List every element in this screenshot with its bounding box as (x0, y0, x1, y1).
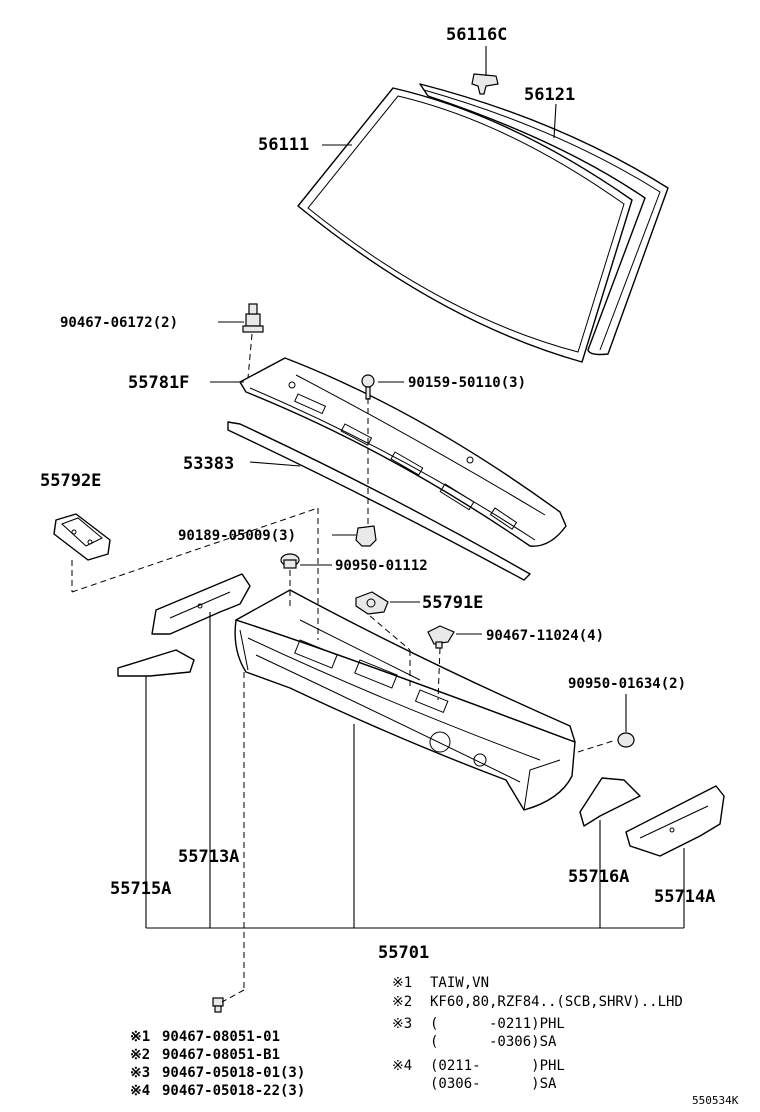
fastener-part-number: 90467-05018-22(3) (162, 1083, 305, 1099)
label-55791e: 55791E (422, 593, 483, 613)
plug-90950-01112 (280, 553, 300, 569)
fastener-notes: ※1 90467-08051-01 ※2 90467-08051-B1 ※3 9… (130, 1029, 305, 1099)
fastener-mark: ※2 (130, 1047, 150, 1063)
fastener-part-number: 90467-05018-01(3) (162, 1065, 305, 1081)
fastener-mark: ※3 (130, 1065, 150, 1081)
cap-90189 (355, 525, 377, 547)
label-55781f: 55781F (128, 373, 189, 393)
note-mark: ※4 (392, 1058, 412, 1074)
note-text: ( -0306)SA (430, 1034, 557, 1050)
cowl-seal (227, 421, 531, 581)
clip-56116c (471, 73, 499, 95)
note-text: ( -0211)PHL (430, 1016, 565, 1032)
note-mark: ※3 (392, 1016, 412, 1032)
note-text: (0211- )PHL (430, 1058, 565, 1074)
label-90467-11024: 90467-11024(4) (486, 628, 604, 644)
bracket-55714a (625, 785, 725, 857)
label-90950-01634: 90950-01634(2) (568, 676, 686, 692)
note-text: (0306- )SA (430, 1076, 557, 1092)
grommet-55792e (53, 513, 111, 561)
bracket-55715a (117, 649, 195, 677)
label-53383: 53383 (183, 454, 234, 474)
label-55714a: 55714A (654, 887, 715, 907)
note-text: KF60,80,RZF84..(SCB,SHRV)..LHD (430, 994, 683, 1010)
cowl-top-panel (239, 357, 567, 547)
note-mark: ※1 (392, 975, 412, 991)
label-55716a: 55716A (568, 867, 629, 887)
nut-90467-11024 (427, 625, 455, 649)
note-text: TAIW,VN (430, 975, 489, 991)
plug-55791e (355, 591, 389, 615)
bracket-55713a (151, 573, 251, 635)
plug-90950-01634 (617, 732, 635, 748)
part-labels: 56116C 56121 56111 90467-06172(2) 55781F… (40, 25, 715, 963)
label-55713a: 55713A (178, 847, 239, 867)
fastener-part-number: 90467-08051-B1 (162, 1047, 280, 1063)
label-90467-06172: 90467-06172(2) (60, 315, 178, 331)
screw-90159-50110 (361, 374, 375, 400)
label-55701: 55701 (378, 943, 429, 963)
label-56116c: 56116C (446, 25, 507, 45)
windshield-glass (297, 87, 633, 363)
label-55715a: 55715A (110, 879, 171, 899)
applicability-notes: ※1 TAIW,VN ※2 KF60,80,RZF84..(SCB,SHRV).… (392, 975, 683, 1092)
dashed-lines (71, 333, 617, 1003)
windshield-moulding (419, 83, 669, 356)
fastener-part-number: 90467-08051-01 (162, 1029, 280, 1045)
label-90189-05009: 90189-05009(3) (178, 528, 296, 544)
leader-lines (145, 46, 685, 929)
label-55792e: 55792E (40, 471, 101, 491)
label-90950-01112: 90950-01112 (335, 558, 428, 574)
label-56121: 56121 (524, 85, 575, 105)
label-90159-50110: 90159-50110(3) (408, 375, 526, 391)
fastener-mark: ※4 (130, 1083, 150, 1099)
bracket-55716a (579, 777, 641, 827)
clip-90467-06172 (242, 303, 264, 333)
clip-bottom-fastener (212, 997, 224, 1013)
cowl-panel-assembly (234, 589, 576, 811)
fastener-mark: ※1 (130, 1029, 150, 1045)
note-mark: ※2 (392, 994, 412, 1010)
label-56111: 56111 (258, 135, 309, 155)
diagram-code: 550534K (692, 1094, 739, 1107)
